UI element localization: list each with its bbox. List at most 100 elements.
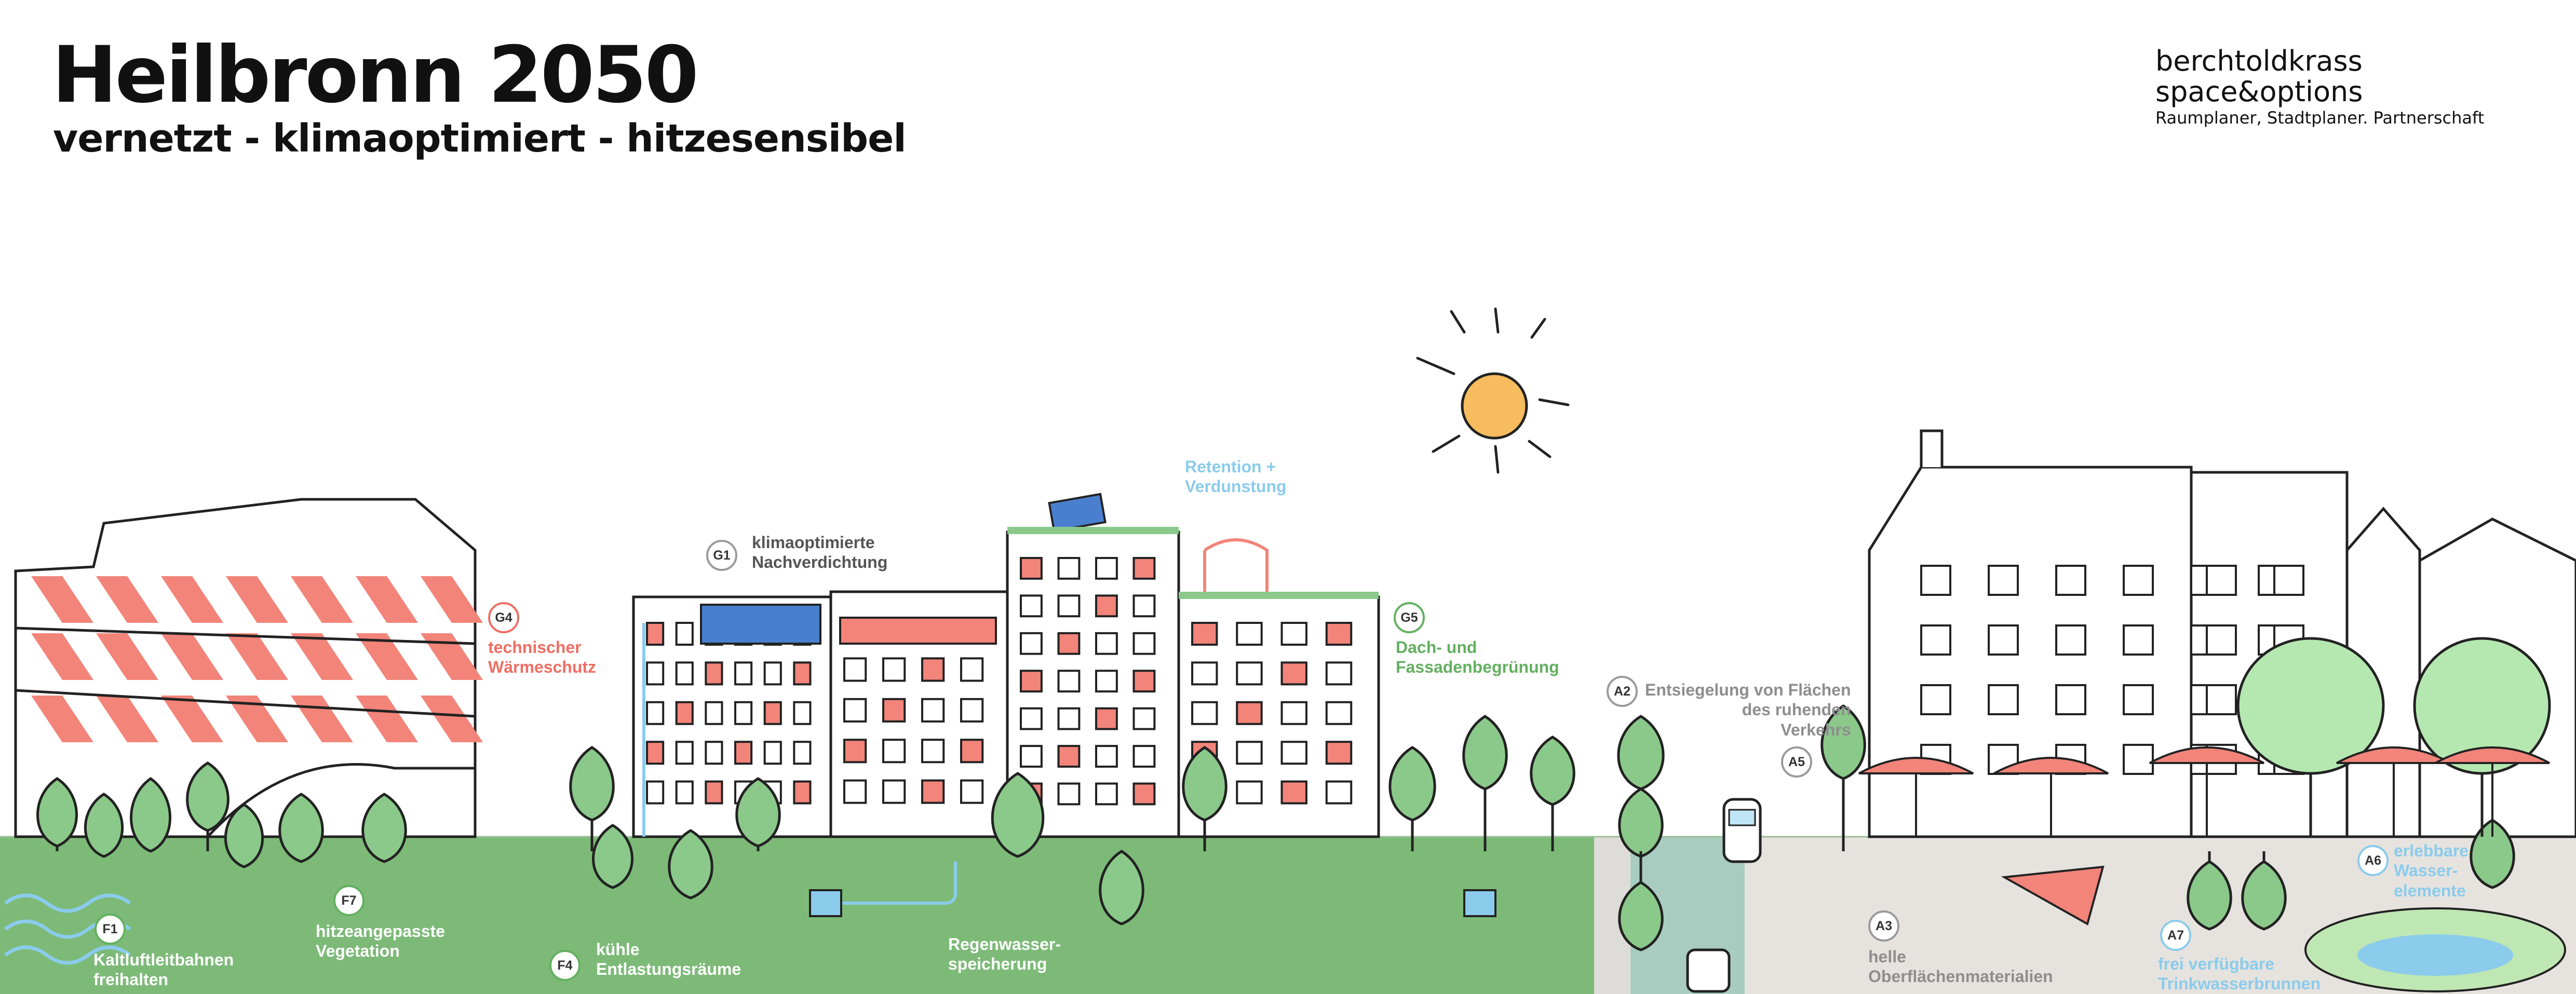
label-f7: hitzeangepasste Vegetation bbox=[316, 922, 445, 961]
facade-stripe bbox=[226, 633, 288, 680]
tree-crown bbox=[2187, 860, 2232, 931]
window bbox=[1095, 745, 1118, 768]
umbrella bbox=[2435, 746, 2550, 764]
badge-a2: A2 bbox=[1607, 676, 1638, 707]
window bbox=[793, 661, 812, 686]
window bbox=[1057, 632, 1081, 655]
solar-panel bbox=[700, 604, 821, 645]
window bbox=[763, 741, 782, 765]
window bbox=[1020, 557, 1043, 580]
facade-stripe bbox=[226, 696, 288, 742]
window bbox=[2206, 624, 2237, 656]
window bbox=[1325, 622, 1353, 646]
window bbox=[882, 779, 906, 804]
car bbox=[1686, 948, 1731, 993]
sun-ray bbox=[1494, 307, 1500, 334]
sun-ray bbox=[1530, 318, 1546, 339]
window bbox=[1095, 707, 1118, 730]
window bbox=[1325, 661, 1353, 686]
cold-air-flow bbox=[4, 893, 131, 913]
window bbox=[960, 657, 984, 682]
window bbox=[1020, 745, 1043, 768]
window bbox=[1236, 661, 1263, 686]
window bbox=[793, 701, 812, 725]
label-a6: erlebbare Wasser- elemente bbox=[2394, 841, 2469, 900]
window bbox=[960, 698, 984, 723]
window bbox=[1020, 707, 1043, 730]
facade-stripe bbox=[31, 576, 93, 623]
window bbox=[1325, 701, 1353, 725]
window bbox=[1988, 565, 2019, 596]
facade-stripe bbox=[161, 696, 223, 742]
tree-crown bbox=[1388, 746, 1436, 822]
facade-stripe bbox=[161, 633, 223, 680]
brand-name: berchtoldkrass space&options bbox=[2155, 45, 2363, 108]
badge-a3: A3 bbox=[1868, 910, 1899, 942]
window bbox=[882, 698, 906, 723]
facade-stripe bbox=[356, 696, 418, 742]
window bbox=[646, 622, 665, 646]
window bbox=[646, 661, 665, 686]
tree-crown bbox=[36, 777, 78, 848]
facade-stripe bbox=[31, 633, 93, 680]
window bbox=[675, 741, 694, 765]
cistern bbox=[1463, 889, 1496, 917]
window bbox=[1020, 594, 1043, 618]
facade-stripe bbox=[421, 696, 483, 742]
tree-crown bbox=[735, 777, 781, 848]
window bbox=[1236, 622, 1263, 646]
window bbox=[646, 741, 665, 765]
facade-stripe bbox=[291, 633, 353, 680]
window bbox=[843, 657, 867, 682]
window bbox=[960, 779, 984, 804]
window bbox=[1920, 565, 1951, 596]
window bbox=[2206, 565, 2237, 596]
window bbox=[1325, 741, 1353, 765]
window bbox=[2123, 624, 2154, 656]
window bbox=[1057, 745, 1081, 768]
facade-stripe bbox=[161, 576, 223, 623]
sun bbox=[1461, 372, 1528, 440]
window bbox=[1280, 780, 1307, 805]
page-title: Heilbronn 2050 bbox=[52, 30, 699, 120]
window bbox=[921, 657, 945, 682]
facade-band bbox=[15, 689, 476, 718]
tree-crown bbox=[2470, 819, 2515, 889]
tram bbox=[1722, 798, 1762, 863]
window bbox=[1191, 661, 1218, 686]
window bbox=[1280, 622, 1307, 646]
label-g1: klimaoptimierte Nachverdichtung bbox=[752, 533, 888, 572]
cistern bbox=[809, 889, 842, 917]
window bbox=[921, 779, 945, 804]
window bbox=[763, 701, 782, 725]
tree-crown bbox=[1182, 746, 1228, 822]
umbrella bbox=[2149, 746, 2264, 764]
facade-stripe bbox=[96, 696, 158, 742]
window bbox=[1236, 701, 1263, 725]
window bbox=[1132, 670, 1156, 693]
window bbox=[843, 739, 867, 764]
window bbox=[763, 661, 782, 686]
window bbox=[793, 780, 812, 805]
facade-stripe bbox=[291, 576, 353, 623]
window bbox=[1057, 670, 1081, 693]
window bbox=[705, 701, 723, 725]
window bbox=[1057, 782, 1081, 806]
window bbox=[843, 779, 867, 804]
umbrella bbox=[1993, 757, 2109, 774]
window bbox=[675, 622, 694, 646]
chimney bbox=[1920, 429, 1944, 467]
window bbox=[1020, 632, 1043, 655]
badge-g4: G4 bbox=[488, 602, 519, 633]
window bbox=[705, 741, 723, 765]
tree-crown bbox=[668, 829, 713, 900]
window bbox=[921, 739, 945, 764]
tree-crown-round bbox=[2413, 637, 2551, 775]
window bbox=[1280, 701, 1307, 725]
green-ground bbox=[0, 837, 1594, 994]
window bbox=[1191, 622, 1218, 646]
facade-arc bbox=[207, 762, 475, 838]
facade-band bbox=[15, 627, 476, 645]
window bbox=[1132, 782, 1156, 806]
window bbox=[2055, 624, 2086, 656]
